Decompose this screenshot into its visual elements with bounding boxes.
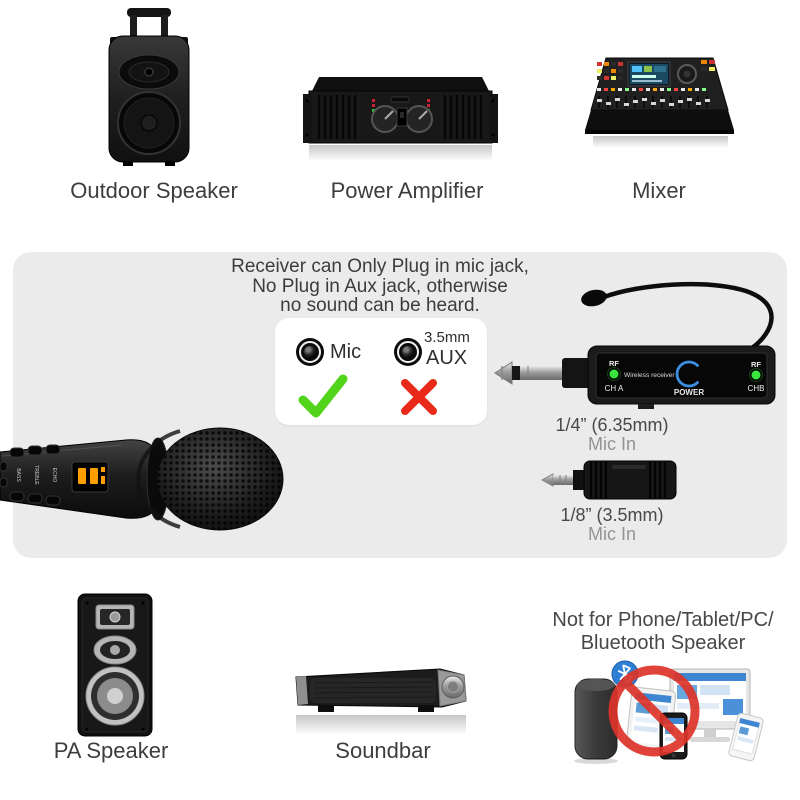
not-for-devices-image: [565, 655, 780, 767]
outdoor-speaker-label: Outdoor Speaker: [70, 178, 238, 203]
heading-line-1: Receiver can Only Plug in mic jack,: [231, 256, 529, 277]
receiver-rf-right-label: RF: [751, 360, 761, 369]
mic-buttons: [0, 444, 61, 506]
quarter-inch-plug: [494, 358, 592, 388]
not-for-line-1: Not for Phone/Tablet/PC/: [552, 609, 774, 631]
prohibition-icon: [608, 665, 700, 757]
eighth-inch-port-label: 1/8” (3.5mm): [560, 505, 664, 525]
outdoor-speaker-image: [103, 6, 195, 172]
mixer-label: Mixer: [632, 178, 686, 203]
power-logo-icon: [675, 360, 699, 388]
aux-jack-label: AUX: [426, 347, 468, 369]
mixer-image: [583, 52, 738, 160]
not-for-line-2: Bluetooth Speaker: [580, 632, 746, 654]
mixer-buttons-left: [597, 62, 623, 80]
check-icon: [298, 374, 348, 418]
soundbar-label: Soundbar: [335, 738, 431, 763]
antenna: [601, 281, 774, 351]
mic-echo-button-label: ECHO: [51, 468, 57, 483]
small-phone-image: [728, 712, 764, 762]
soundbar-image: [290, 655, 475, 740]
aux-jack-icon: [394, 338, 422, 366]
receiver-channel-a-label: CH A: [605, 384, 624, 393]
power-amplifier-label: Power Amplifier: [330, 178, 484, 203]
instruction-heading: Receiver can Only Plug in mic jack, No P…: [180, 257, 580, 316]
quarter-inch-port-label: 1/4” (6.35mm): [555, 415, 669, 435]
receiver-channel-b-label: CHB: [748, 384, 765, 393]
pa-speaker-image: [70, 592, 160, 740]
handheld-mic-image: BASS TREBLE ECHO: [0, 418, 290, 538]
mixer-buttons-right: [701, 60, 715, 71]
mic-bass-button-label: BASS: [15, 468, 21, 482]
heading-line-2: No Plug in Aux jack, otherwise: [252, 275, 508, 297]
not-for-heading: Not for Phone/Tablet/PC/ Bluetooth Speak…: [513, 609, 800, 655]
quarter-inch-port-sublabel: Mic In: [587, 434, 636, 454]
mic-jack-icon: [296, 338, 324, 366]
receiver-image: RF CH A Wireless receiver POWER RF CHB: [490, 270, 790, 412]
mixer-channel-buttons: [597, 88, 706, 91]
heading-line-3: no sound can be heard.: [280, 295, 480, 316]
cross-icon: [401, 379, 437, 415]
mic-treble-button-label: TREBLE: [33, 465, 39, 485]
jack-compatibility-card: Mic 3.5mm AUX: [275, 318, 487, 425]
receiver-rf-left-label: RF: [609, 359, 619, 368]
eighth-inch-port-sublabel: Mic In: [587, 524, 636, 544]
aux-size-label: 3.5mm: [424, 329, 470, 346]
receiver-power-label: POWER: [674, 388, 704, 397]
mic-jack-label: Mic: [330, 341, 362, 363]
pa-speaker-label: PA Speaker: [53, 738, 169, 763]
power-amplifier-image: [303, 75, 498, 165]
smart-speaker-image: [574, 678, 618, 764]
adapter-image: [538, 456, 683, 504]
receiver-name-label: Wireless receiver: [624, 372, 675, 379]
mic-display: [78, 467, 105, 484]
